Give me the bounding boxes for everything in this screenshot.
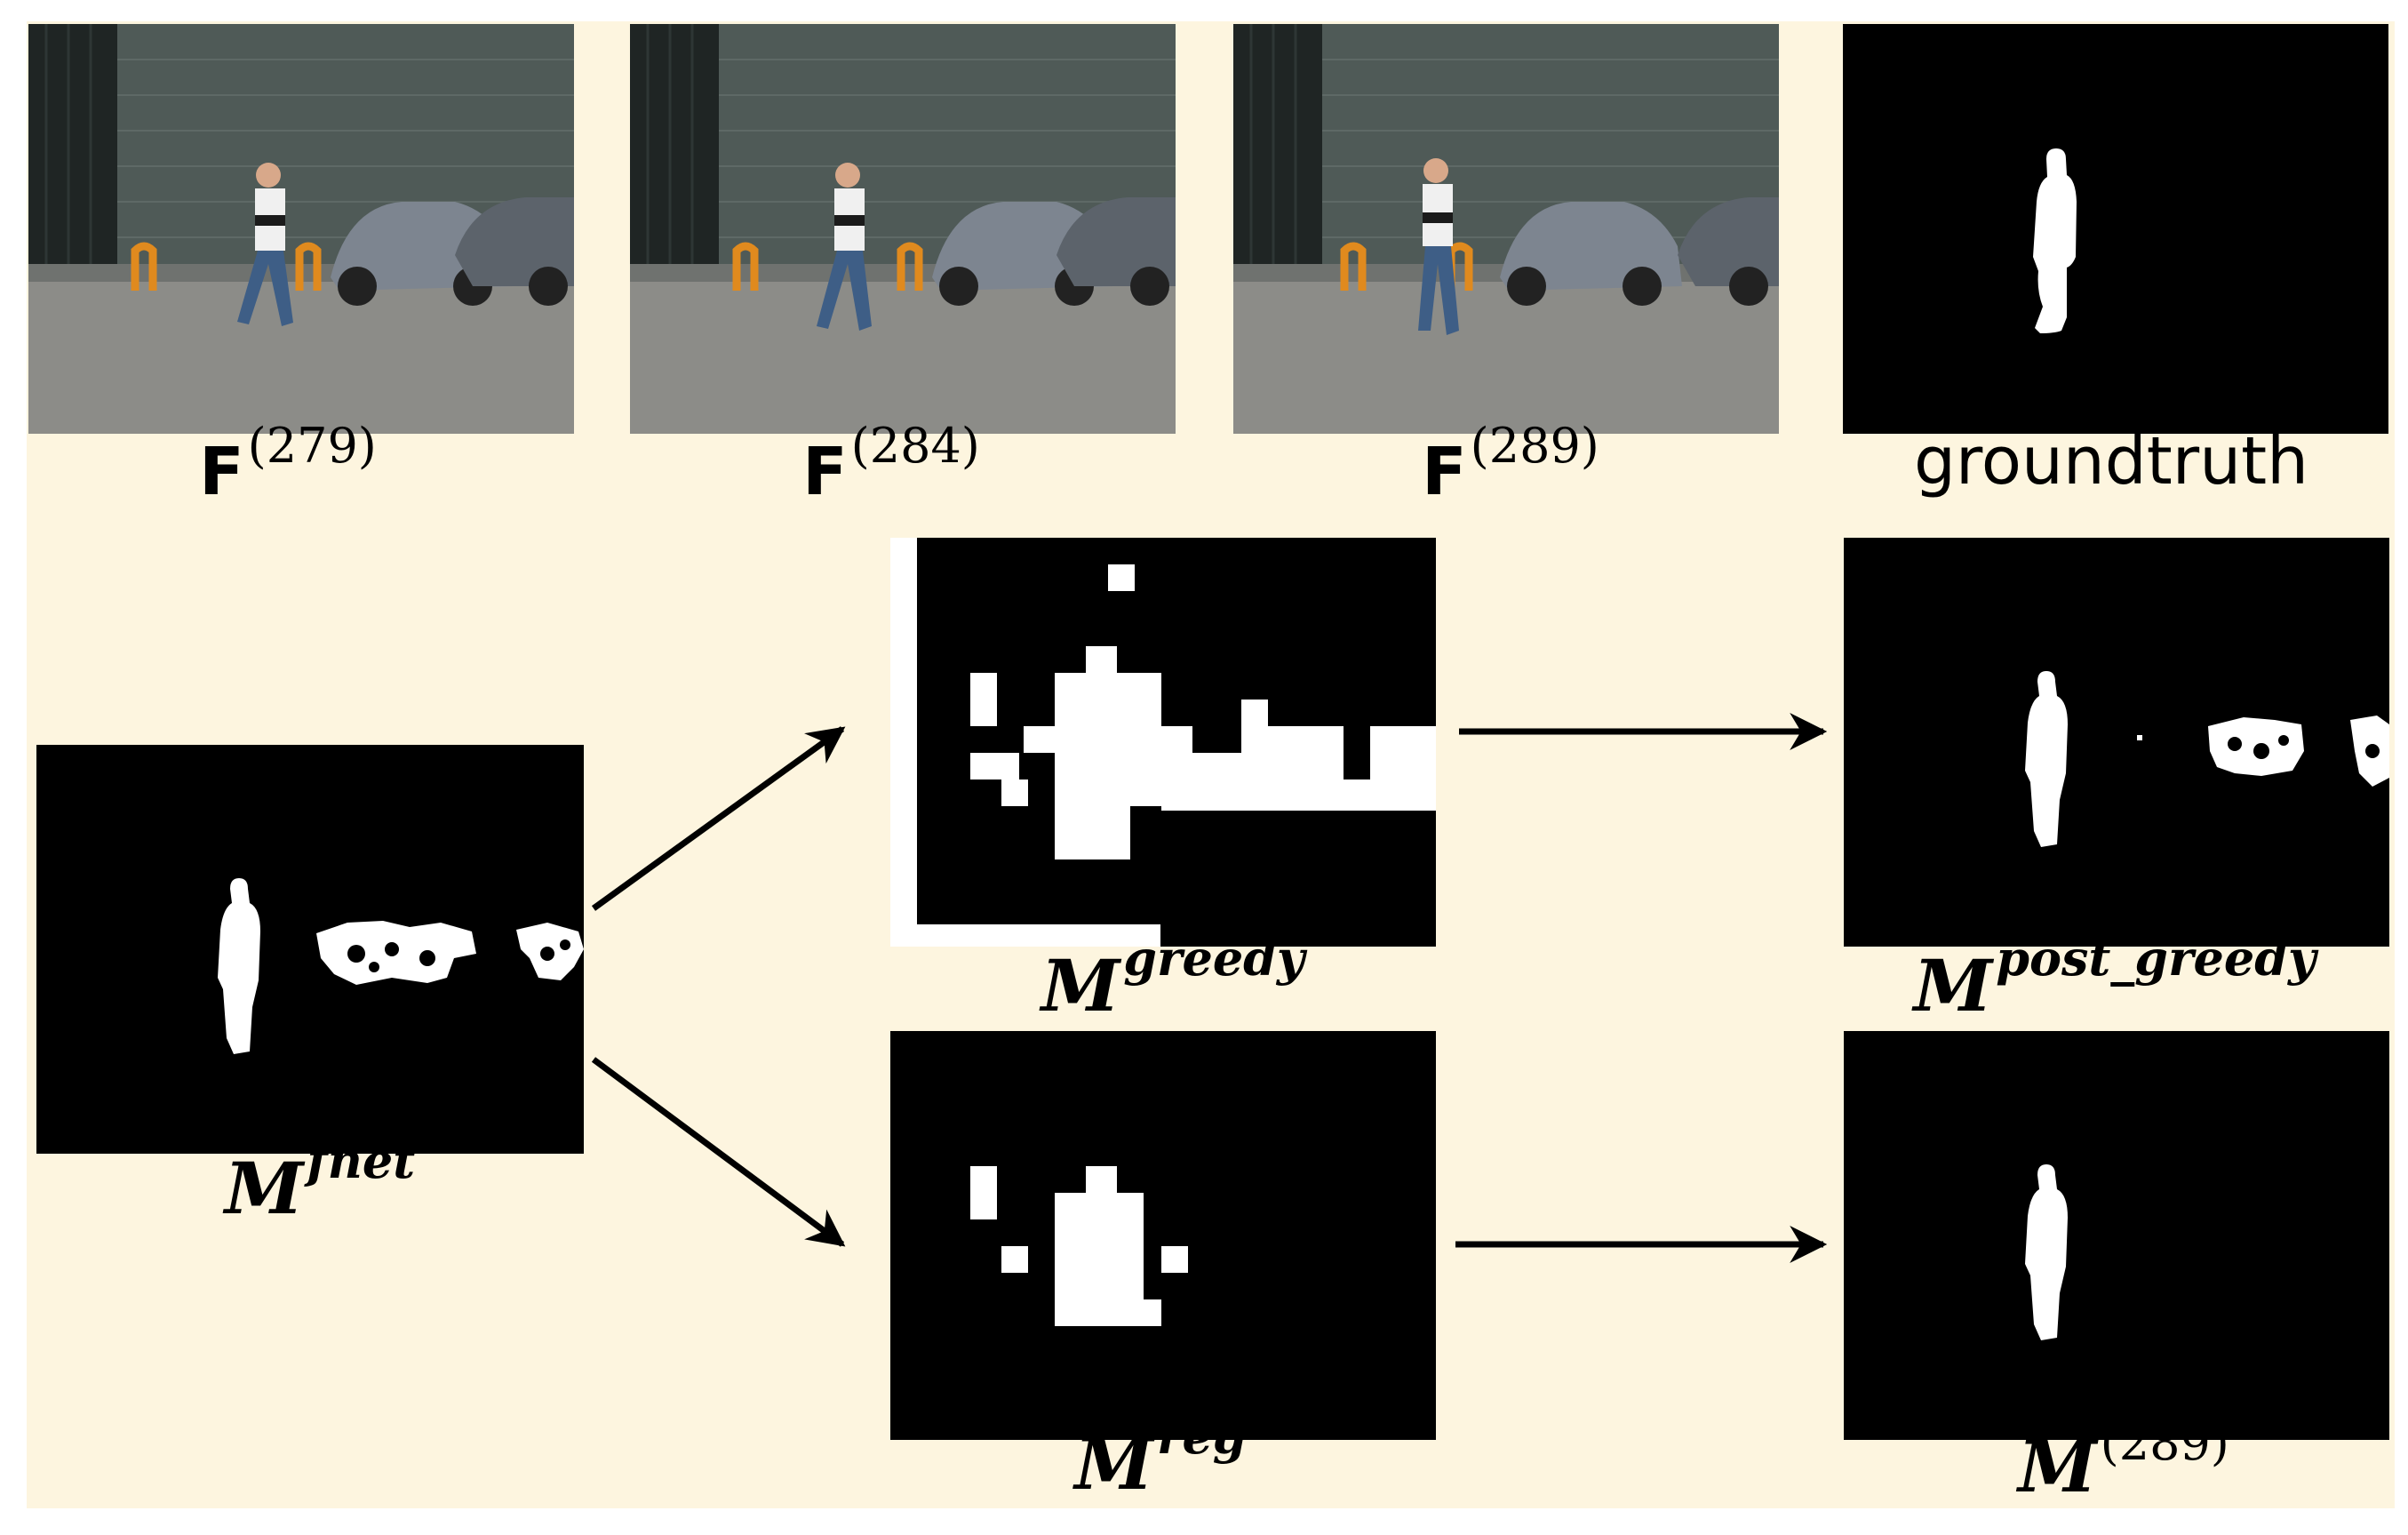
mask-final-label: M(289): [2018, 1415, 2229, 1508]
frame-289-label: F(289): [1422, 418, 1599, 510]
mask-post-greedy: [1844, 538, 2389, 947]
mask-fnet: [36, 745, 584, 1154]
frame-284-image: [630, 24, 1176, 434]
mask-greedy-label: Mgreedy: [1041, 930, 1305, 1027]
frame-284-label: F(284): [802, 418, 980, 510]
groundtruth-mask: [1843, 24, 2388, 434]
groundtruth-label: groundtruth: [1913, 423, 2309, 500]
frame-289-image: [1233, 24, 1779, 434]
mask-final: [1844, 1031, 2389, 1440]
mask-reg: [890, 1031, 1436, 1440]
mask-fnet-label: Mfnet: [224, 1132, 416, 1230]
frame-279-label: F(279): [199, 418, 377, 510]
mask-greedy: [890, 538, 1436, 947]
mask-reg-label: Mreg: [1074, 1408, 1247, 1506]
mask-post-greedy-label: Mpost_greedy: [1913, 930, 2316, 1027]
frame-279-image: [28, 24, 574, 434]
